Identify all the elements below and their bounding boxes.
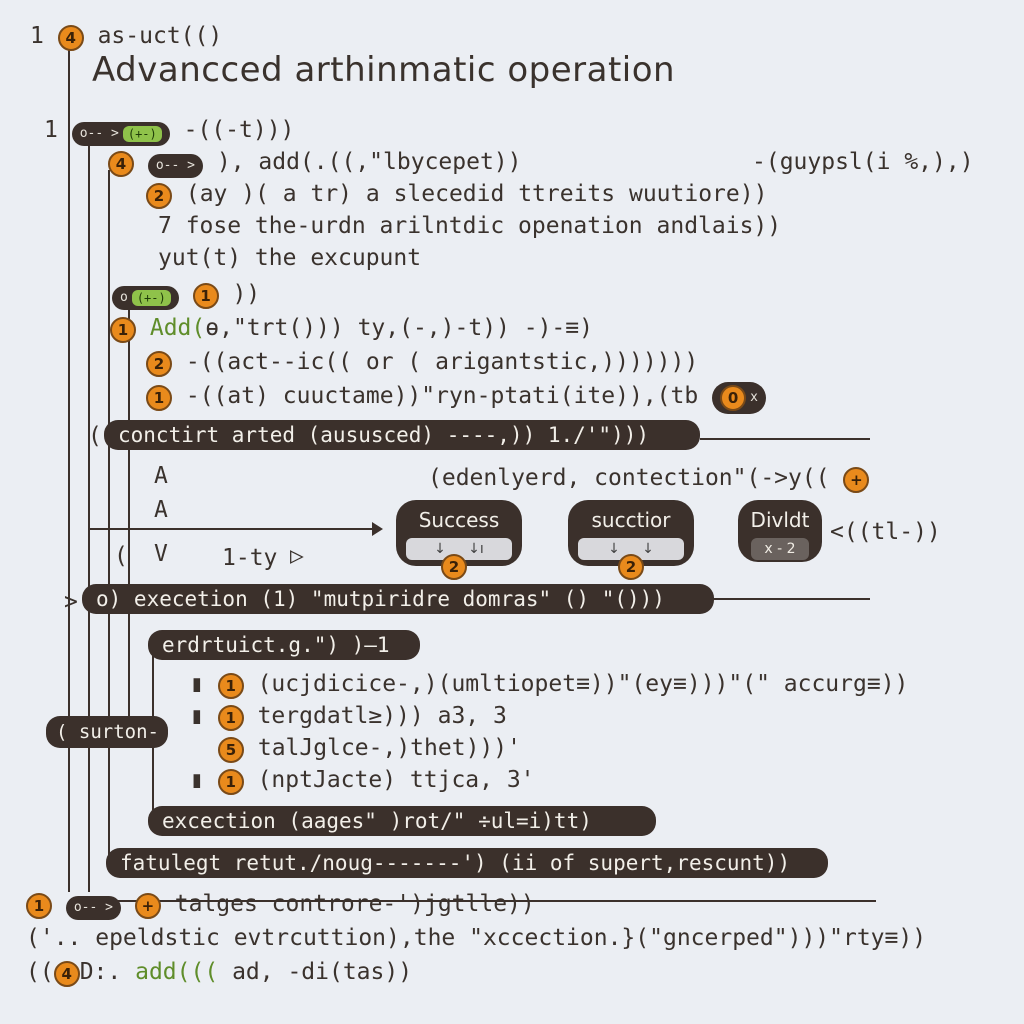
code-line-9: 1 -((at) cuuctame))"ryn-ptati(ite)),(tb … (146, 382, 766, 414)
label-v: V (154, 541, 168, 567)
bar-2: o) execetion (1) "mutpiridre domras" () … (82, 584, 714, 614)
label-paren: ( (114, 543, 128, 569)
step-node: 2 (618, 554, 644, 580)
succtior-box[interactable]: succtior ↓ ↓ (568, 500, 694, 566)
step-node: 2 (146, 351, 172, 377)
box-label: Success (418, 508, 500, 532)
connector-pill: o-- > (147, 154, 203, 178)
surton-button[interactable]: ( surton- (46, 716, 168, 748)
list-item: ▮ 1 (ucjdicice-,)(umltiopet≡))"(ey≡)))"(… (190, 671, 909, 699)
arrow-right-icon (372, 522, 383, 536)
connector-line (90, 528, 375, 530)
code-line-3: 2 (ay )( a tr) a slecedid ttreits wuutio… (146, 180, 767, 209)
step-node: 2 (441, 554, 467, 580)
code-line-5: yut(t) the excupunt (158, 245, 422, 271)
page-title: Advancced arthinmatic operation (92, 50, 676, 90)
box-label: Divldt (750, 508, 810, 532)
code-line-7: 1 Add(ɵ,"trt())) ty,(-,)-t)) -)-≡) (110, 314, 593, 343)
code-line-4: 7 fose the-urdn arilntdic openation andl… (158, 213, 782, 239)
step-node: 1 (26, 893, 52, 919)
box-right-label: <((tl-)) (830, 519, 941, 545)
list-item: ▮ 1 tergdatl≥))) a3, 3 (190, 703, 507, 731)
connector-line (700, 598, 870, 600)
step-node: 1 (217, 705, 244, 731)
bar-3: erdrtuict.g.") )—1 (148, 630, 420, 660)
divide-box[interactable]: Divldt x - 2 (738, 500, 822, 562)
close-pill[interactable]: 0 x (712, 382, 766, 414)
step-node: 4 (57, 25, 84, 51)
label-a: A (154, 463, 168, 489)
connector-pill: o-- > (65, 896, 121, 920)
bullet-icon: ▮ (190, 703, 204, 729)
connector-line (128, 300, 130, 720)
line-number: 1 (30, 23, 44, 49)
box-subfield: x - 2 (750, 538, 810, 560)
close-icon: x (750, 390, 758, 405)
bullet-icon: ▮ (190, 671, 204, 697)
step-node: 4 (53, 961, 80, 987)
triangle-arrow-icon: ▷ (290, 543, 304, 569)
header-line: 1 4 as-uct(() (30, 22, 222, 51)
connector-line (108, 170, 110, 860)
step-node: 1 (146, 385, 172, 411)
footer-line-2: ('.. epeldstic evtrcuttion),the "xccecti… (26, 925, 927, 951)
bar-4: excection (aages" )rot/" ÷ul=i)tt) (148, 806, 656, 836)
code-line-1: 1 o-- >(+-) -((-t))) (44, 116, 294, 146)
connector-pill: o(+-) (112, 286, 179, 310)
step-node: 0 (720, 385, 747, 411)
pill-inner-icon: (+-) (122, 126, 162, 142)
step-node: 1 (217, 673, 244, 699)
right-label: (edenlyerd, contection"(->y(( + (428, 464, 870, 493)
box-subfield: ↓ ↓ı (406, 538, 512, 560)
arrow-label: 1-ty (222, 545, 278, 571)
add-icon: + (134, 893, 161, 919)
step-node: 2 (146, 183, 172, 209)
connector-line (88, 140, 90, 892)
box-label: succtior (591, 508, 671, 532)
bullet-icon: ▮ (190, 767, 204, 793)
connector-pill: o-- >(+-) (71, 122, 170, 146)
code-line-6: o(+-) 1 )) (112, 280, 260, 310)
list-item: ▮ 1 (nptJacte) ttjca, 3' (190, 767, 535, 795)
step-node: 1 (110, 317, 136, 343)
bar-2-prefix: > (64, 589, 78, 615)
label-a: A (154, 497, 168, 523)
step-node: 1 (217, 769, 244, 795)
footer-line-1: 1 o-- > + talges controre-')jgtlle)) (26, 890, 535, 920)
function-label: as-uct(() (97, 23, 223, 49)
bar-5: fatulegt retut./noug-------') (ii of sup… (106, 848, 828, 878)
step-node: + (843, 467, 870, 493)
connector-line (96, 900, 876, 902)
step-node: 5 (218, 737, 244, 763)
code-line-2: 4 o-- > ), add(.((,"lbycepet)) (108, 148, 522, 178)
code-line-2-right: -(guypsl(i %,),) (752, 149, 974, 175)
connector-line (700, 438, 870, 440)
step-node: 1 (192, 283, 219, 309)
code-line-8: 2 -((act--ic(( or ( arigantstic,))))))) (146, 348, 698, 377)
list-item: 5 talJglce-,)thet)))' (218, 734, 521, 763)
box-subfield: ↓ ↓ (578, 538, 684, 560)
connector-line (68, 40, 70, 892)
bar-1-prefix: ( (88, 423, 102, 449)
step-node: 4 (108, 151, 134, 177)
pill-inner-icon: (+-) (131, 290, 171, 306)
bar-1: conctirt arted (aususced) ----,)) 1./'")… (104, 420, 700, 450)
